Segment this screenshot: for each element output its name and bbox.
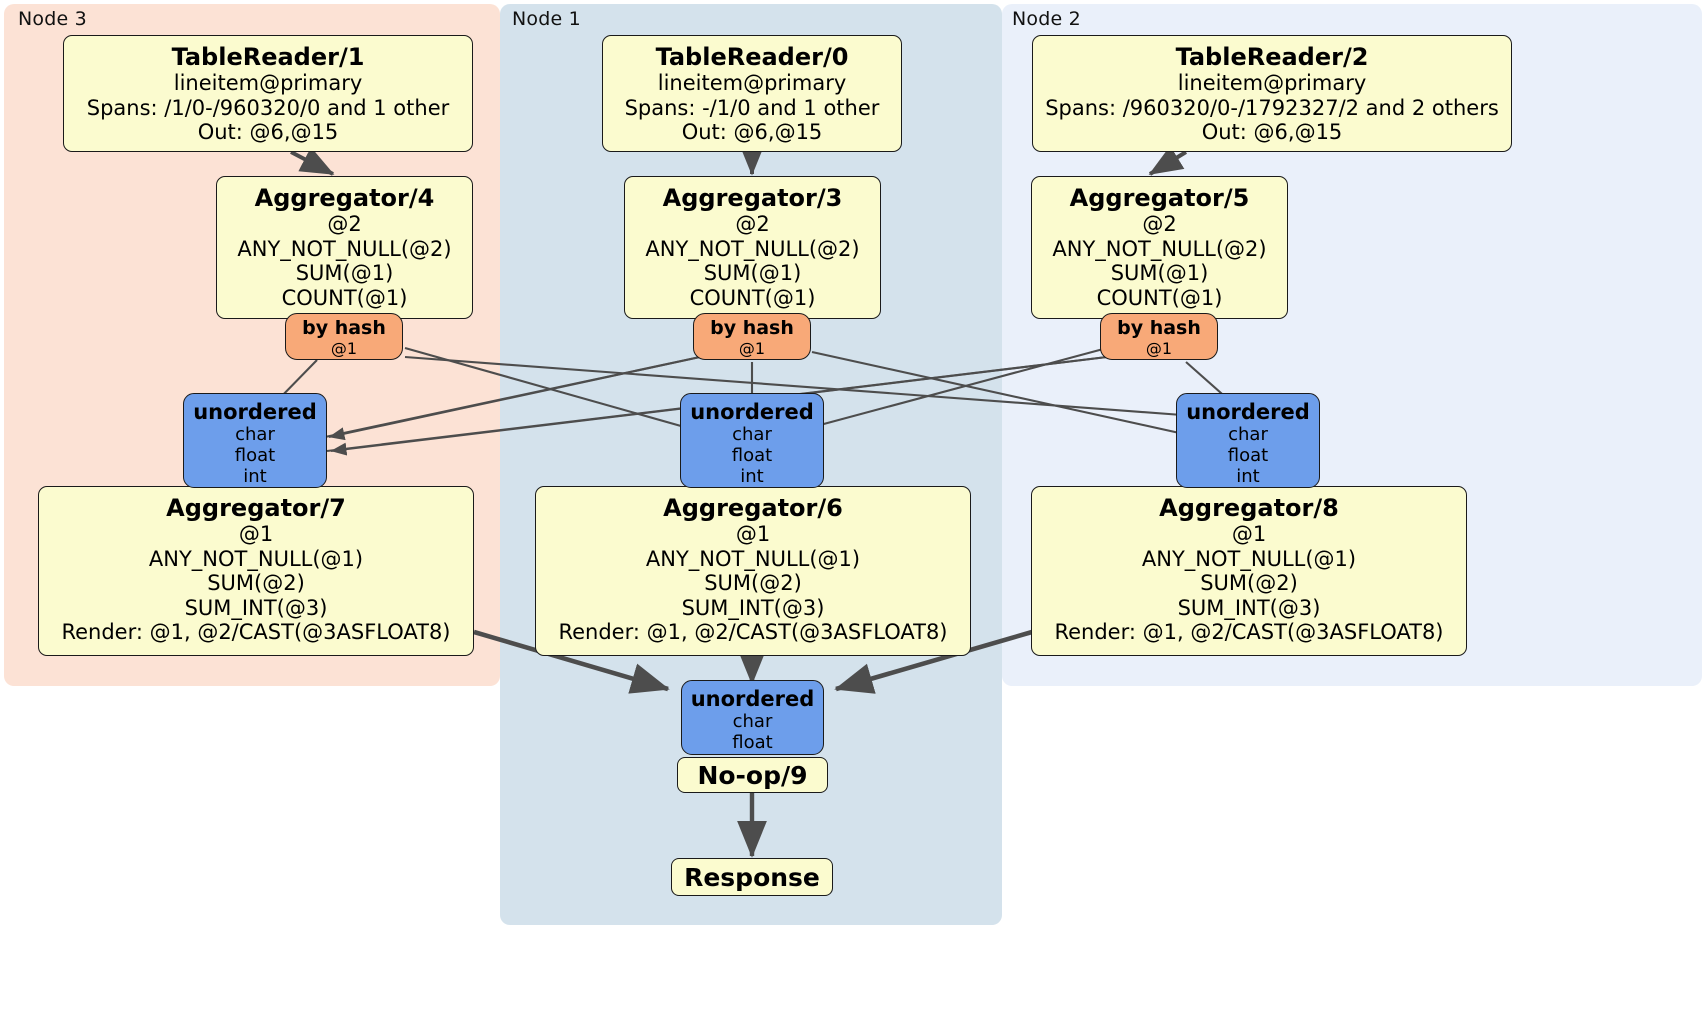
processor-agg-1: ANY_NOT_NULL(@2) xyxy=(1052,236,1267,261)
receiver-type-3: int xyxy=(740,465,764,487)
router-by-hash-right[interactable]: by hash @1 xyxy=(1100,313,1218,360)
receiver-type-3: int xyxy=(243,465,267,487)
processor-spans: Spans: /960320/0-/1792327/2 and 2 others xyxy=(1045,95,1499,120)
processor-aggregator-3[interactable]: Aggregator/3 @2 ANY_NOT_NULL(@2) SUM(@1)… xyxy=(624,176,881,319)
processor-title: Aggregator/4 xyxy=(254,184,435,212)
receiver-title: unordered xyxy=(690,687,815,711)
node-panel-label-node1: Node 1 xyxy=(512,8,581,30)
processor-agg-2: SUM(@1) xyxy=(295,261,394,286)
processor-group: @1 xyxy=(735,522,771,547)
receiver-unordered-left[interactable]: unordered char float int xyxy=(183,393,327,488)
receiver-type-2: float xyxy=(732,731,773,753)
processor-aggregator-8[interactable]: Aggregator/8 @1 ANY_NOT_NULL(@1) SUM(@2)… xyxy=(1031,486,1467,656)
processor-aggregator-4[interactable]: Aggregator/4 @2 ANY_NOT_NULL(@2) SUM(@1)… xyxy=(216,176,473,319)
processor-agg-3: COUNT(@1) xyxy=(1096,285,1223,310)
receiver-type-2: float xyxy=(731,444,773,466)
node-panel-label-node2: Node 2 xyxy=(1012,8,1081,30)
processor-agg-3: SUM_INT(@3) xyxy=(681,595,825,620)
receiver-type-3: int xyxy=(1236,465,1260,487)
processor-title: No-op/9 xyxy=(697,760,808,790)
router-column: @1 xyxy=(330,338,358,358)
processor-no-op-9[interactable]: No-op/9 xyxy=(677,757,828,793)
router-column: @1 xyxy=(738,338,766,358)
receiver-title: unordered xyxy=(1186,400,1310,424)
processor-aggregator-5[interactable]: Aggregator/5 @2 ANY_NOT_NULL(@2) SUM(@1)… xyxy=(1031,176,1288,319)
processor-agg-1: ANY_NOT_NULL(@2) xyxy=(237,236,452,261)
processor-group: @1 xyxy=(238,522,274,547)
processor-aggregator-6[interactable]: Aggregator/6 @1 ANY_NOT_NULL(@1) SUM(@2)… xyxy=(535,486,971,656)
processor-agg-2: SUM(@1) xyxy=(703,261,802,286)
router-title: by hash xyxy=(302,317,386,339)
receiver-unordered-final[interactable]: unordered char float xyxy=(681,680,824,755)
processor-tablereader-1[interactable]: TableReader/1 lineitem@primary Spans: /1… xyxy=(63,35,473,152)
processor-title: Aggregator/8 xyxy=(1159,494,1339,522)
processor-title: TableReader/2 xyxy=(1175,43,1369,71)
receiver-type-1: char xyxy=(235,423,275,445)
processor-group: @2 xyxy=(327,212,362,237)
processor-table: lineitem@primary xyxy=(1177,71,1367,96)
receiver-title: unordered xyxy=(193,400,317,424)
processor-response[interactable]: Response xyxy=(671,858,833,896)
receiver-type-2: float xyxy=(1227,444,1269,466)
processor-out: Out: @6,@15 xyxy=(1201,120,1343,145)
processor-title: Aggregator/3 xyxy=(662,184,843,212)
processor-aggregator-7[interactable]: Aggregator/7 @1 ANY_NOT_NULL(@1) SUM(@2)… xyxy=(38,486,474,656)
processor-render: Render: @1, @2/CAST(@3ASFLOAT8) xyxy=(61,620,451,645)
processor-tablereader-2[interactable]: TableReader/2 lineitem@primary Spans: /9… xyxy=(1032,35,1512,152)
processor-title: TableReader/1 xyxy=(171,43,365,71)
processor-group: @1 xyxy=(1231,522,1267,547)
processor-agg-2: SUM(@2) xyxy=(207,571,305,596)
processor-agg-3: COUNT(@1) xyxy=(689,285,816,310)
receiver-type-1: char xyxy=(732,423,772,445)
processor-table: lineitem@primary xyxy=(657,71,847,96)
receiver-unordered-right[interactable]: unordered char float int xyxy=(1176,393,1320,488)
processor-agg-3: SUM_INT(@3) xyxy=(184,595,328,620)
processor-out: Out: @6,@15 xyxy=(197,120,339,145)
receiver-type-1: char xyxy=(732,710,773,732)
processor-spans: Spans: -/1/0 and 1 other xyxy=(624,95,880,120)
processor-render: Render: @1, @2/CAST(@3ASFLOAT8) xyxy=(558,620,948,645)
processor-title: Aggregator/5 xyxy=(1069,184,1250,212)
receiver-title: unordered xyxy=(690,400,814,424)
processor-agg-1: ANY_NOT_NULL(@1) xyxy=(645,546,861,571)
processor-tablereader-0[interactable]: TableReader/0 lineitem@primary Spans: -/… xyxy=(602,35,902,152)
processor-title: TableReader/0 xyxy=(655,43,849,71)
processor-title: Aggregator/6 xyxy=(663,494,843,522)
processor-agg-2: SUM(@1) xyxy=(1110,261,1209,286)
router-by-hash-left[interactable]: by hash @1 xyxy=(285,313,403,360)
receiver-type-1: char xyxy=(1228,423,1268,445)
receiver-type-2: float xyxy=(234,444,276,466)
processor-table: lineitem@primary xyxy=(173,71,363,96)
processor-out: Out: @6,@15 xyxy=(681,120,823,145)
processor-agg-1: ANY_NOT_NULL(@1) xyxy=(1141,546,1357,571)
receiver-unordered-center[interactable]: unordered char float int xyxy=(680,393,824,488)
processor-agg-2: SUM(@2) xyxy=(704,571,802,596)
processor-agg-3: COUNT(@1) xyxy=(281,285,408,310)
processor-agg-1: ANY_NOT_NULL(@2) xyxy=(645,236,860,261)
processor-group: @2 xyxy=(735,212,770,237)
processor-agg-1: ANY_NOT_NULL(@1) xyxy=(148,546,364,571)
router-by-hash-center[interactable]: by hash @1 xyxy=(693,313,811,360)
processor-agg-3: SUM_INT(@3) xyxy=(1177,595,1321,620)
processor-spans: Spans: /1/0-/960320/0 and 1 other xyxy=(86,95,450,120)
node-panel-label-node3: Node 3 xyxy=(18,8,87,30)
processor-title: Response xyxy=(684,862,820,892)
router-title: by hash xyxy=(1117,317,1201,339)
router-column: @1 xyxy=(1145,338,1173,358)
processor-title: Aggregator/7 xyxy=(166,494,346,522)
processor-agg-2: SUM(@2) xyxy=(1200,571,1298,596)
processor-render: Render: @1, @2/CAST(@3ASFLOAT8) xyxy=(1054,620,1444,645)
processor-group: @2 xyxy=(1142,212,1177,237)
router-title: by hash xyxy=(710,317,794,339)
